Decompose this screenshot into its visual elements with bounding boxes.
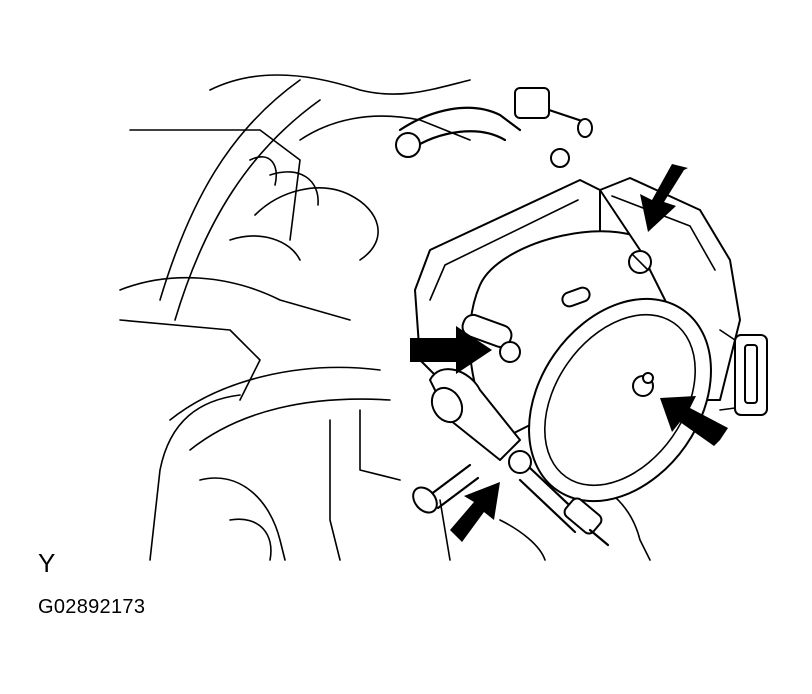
arrow-right <box>660 396 728 446</box>
arrow-left <box>410 326 492 374</box>
figure-code-label: G02892173 <box>38 596 146 618</box>
callout-arrows <box>410 164 728 542</box>
arrow-top <box>640 164 688 232</box>
bolts <box>461 250 654 474</box>
throttle-bore <box>528 297 712 503</box>
view-letter-label: Y <box>38 548 56 578</box>
arrow-bottom <box>450 482 500 542</box>
engine-background-lines <box>119 74 651 561</box>
upper-hose <box>395 87 593 168</box>
lower-pipes <box>412 368 610 547</box>
